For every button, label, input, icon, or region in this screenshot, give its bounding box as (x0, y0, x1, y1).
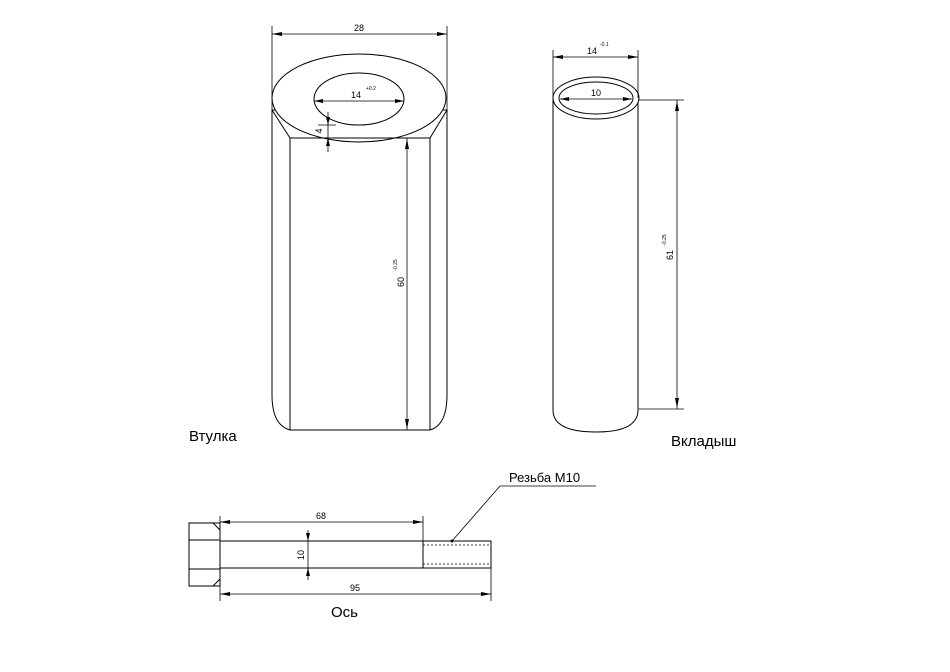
bushing-chamfer-right (429, 109, 448, 139)
dim-arrow (413, 520, 423, 524)
insert-top-inner-ellipse (558, 81, 634, 115)
insert-length-tolerance: -0.25 (662, 234, 668, 246)
bushing-length-tolerance: -0.25 (393, 259, 399, 271)
dim-arrow (314, 99, 323, 103)
bushing-length-dim: 60 (396, 277, 406, 287)
dim-arrow (623, 97, 632, 101)
dim-arrow (405, 419, 409, 429)
thread-leader-line (451, 485, 501, 542)
axle-head (188, 522, 221, 587)
dim-arrow (437, 32, 447, 36)
dim-arrow (481, 592, 491, 596)
axle-diameter-dim: 10 (296, 550, 306, 560)
dim-arrow (405, 139, 409, 149)
insert-label: Вкладыш (671, 433, 736, 450)
dim-arrow (326, 117, 330, 125)
dim-arrow (326, 138, 330, 146)
bushing-hole-dim: 14 (351, 90, 361, 100)
axle-label: Ось (331, 604, 358, 621)
bushing-hole-ellipse (313, 72, 405, 126)
bushing-offset-dim: 4 (314, 128, 324, 133)
axle-shank-dim: 68 (316, 511, 326, 521)
bushing-view: 28 14 +0.2 4 60 -0.25 Втулка (189, 23, 448, 445)
axle-head-chamfer (212, 578, 221, 587)
dim-arrow (220, 592, 230, 596)
dim-arrow (306, 533, 310, 541)
bushing-hole-tolerance: +0.2 (366, 86, 376, 92)
axle-total-dim: 95 (350, 583, 360, 593)
insert-outer-dim: 14 (587, 46, 597, 56)
insert-outline (552, 98, 639, 433)
insert-outer-tolerance: -0.1 (600, 42, 609, 48)
insert-view: 14 -0.1 10 61 -0.25 Вкладыш (552, 42, 736, 450)
insert-inner-dim: 10 (591, 88, 601, 98)
bushing-outline (271, 109, 448, 431)
insert-length-dim: 61 (665, 250, 675, 260)
dim-arrow (272, 32, 282, 36)
dim-arrow (560, 97, 569, 101)
axle-head-chamfer (212, 522, 221, 531)
dim-arrow (306, 568, 310, 576)
bushing-width-dim: 28 (354, 23, 364, 33)
thread-note: Резьба М10 (509, 470, 580, 485)
dim-arrow (628, 55, 638, 59)
axle-view: 68 95 10 Резьба М10 Ось (188, 470, 596, 621)
axle-shaft (219, 540, 492, 569)
dim-arrow (675, 398, 679, 408)
bushing-chamfer-left (271, 109, 291, 139)
dim-arrow (675, 101, 679, 111)
dim-arrow (395, 99, 404, 103)
bushing-label: Втулка (189, 428, 237, 445)
dim-arrow (553, 55, 563, 59)
thread-leader-dot (450, 539, 454, 543)
dim-arrow (220, 520, 230, 524)
